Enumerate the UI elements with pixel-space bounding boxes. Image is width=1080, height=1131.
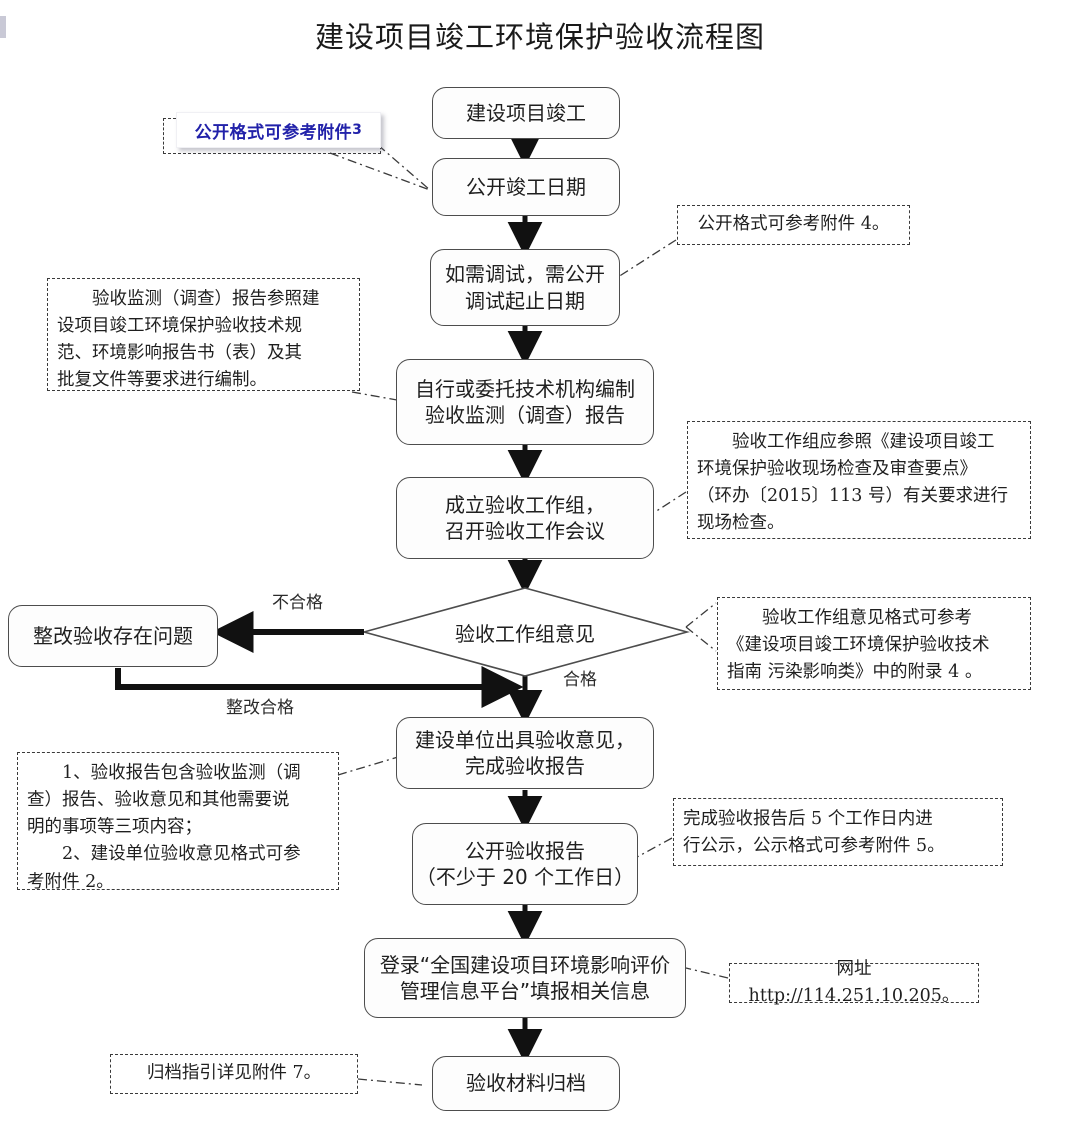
note-monitoring-report-standards: 验收监测（调查）报告参照建 设项目竣工环境保护验收技术规 范、环境影响报告书（表… — [47, 278, 360, 391]
node-prepare-acceptance-report: 自行或委托技术机构编制 验收监测（调查）报告 — [396, 359, 654, 445]
node-form-workgroup: 成立验收工作组， 召开验收工作会议 — [396, 477, 654, 559]
node-publish-acceptance-report: 公开验收报告 （不少于 20 个工作日） — [412, 823, 638, 905]
node-archive-materials: 验收材料归档 — [432, 1056, 620, 1111]
page-title: 建设项目竣工环境保护验收流程图 — [314, 20, 765, 54]
node-disclose-completion-date: 公开竣工日期 — [432, 158, 620, 216]
node-rectify-issues: 整改验收存在问题 — [8, 605, 218, 667]
note-acceptance-report-contents: 1、验收报告包含验收监测（调 查）报告、验收意见和其他需要说 明的事项等三项内容… — [17, 752, 339, 892]
decision-workgroup-opinion-label: 验收工作组意见 — [455, 621, 595, 646]
node-issue-acceptance-opinion: 建设单位出具验收意见， 完成验收报告 — [396, 717, 654, 789]
note-workgroup-opinion-format: 验收工作组意见格式可参考 《建设项目竣工环境保护验收技术 指南 污染影响类》中的… — [717, 597, 1031, 690]
note-publicity-within-5-days: 完成验收报告后 5 个工作日内进 行公示，公示格式可参考附件 5。 — [673, 798, 1003, 866]
left-edge-mark — [0, 16, 6, 38]
edge-label-pass: 合格 — [563, 670, 597, 690]
note-disclosure-format-annex4: 公开格式可参考附件 4。 — [677, 205, 910, 245]
node-login-eia-platform: 登录“全国建设项目环境影响评价 管理信息平台”填报相关信息 — [364, 938, 686, 1018]
edge-label-rectified: 整改合格 — [226, 698, 294, 718]
edge-label-fail: 不合格 — [272, 593, 323, 613]
note-archive-guide-annex7: 归档指引详见附件 7。 — [110, 1054, 358, 1094]
note-workgroup-site-inspection: 验收工作组应参照《建设项目竣工 环境保护验收现场检查及审查要点》 （环办〔201… — [687, 421, 1031, 539]
note-platform-url: 网址 http://114.251.10.205。 — [729, 959, 979, 1006]
node-disclose-commissioning-dates: 如需调试，需公开 调试起止日期 — [430, 249, 620, 326]
node-project-completion: 建设项目竣工 — [432, 87, 620, 139]
